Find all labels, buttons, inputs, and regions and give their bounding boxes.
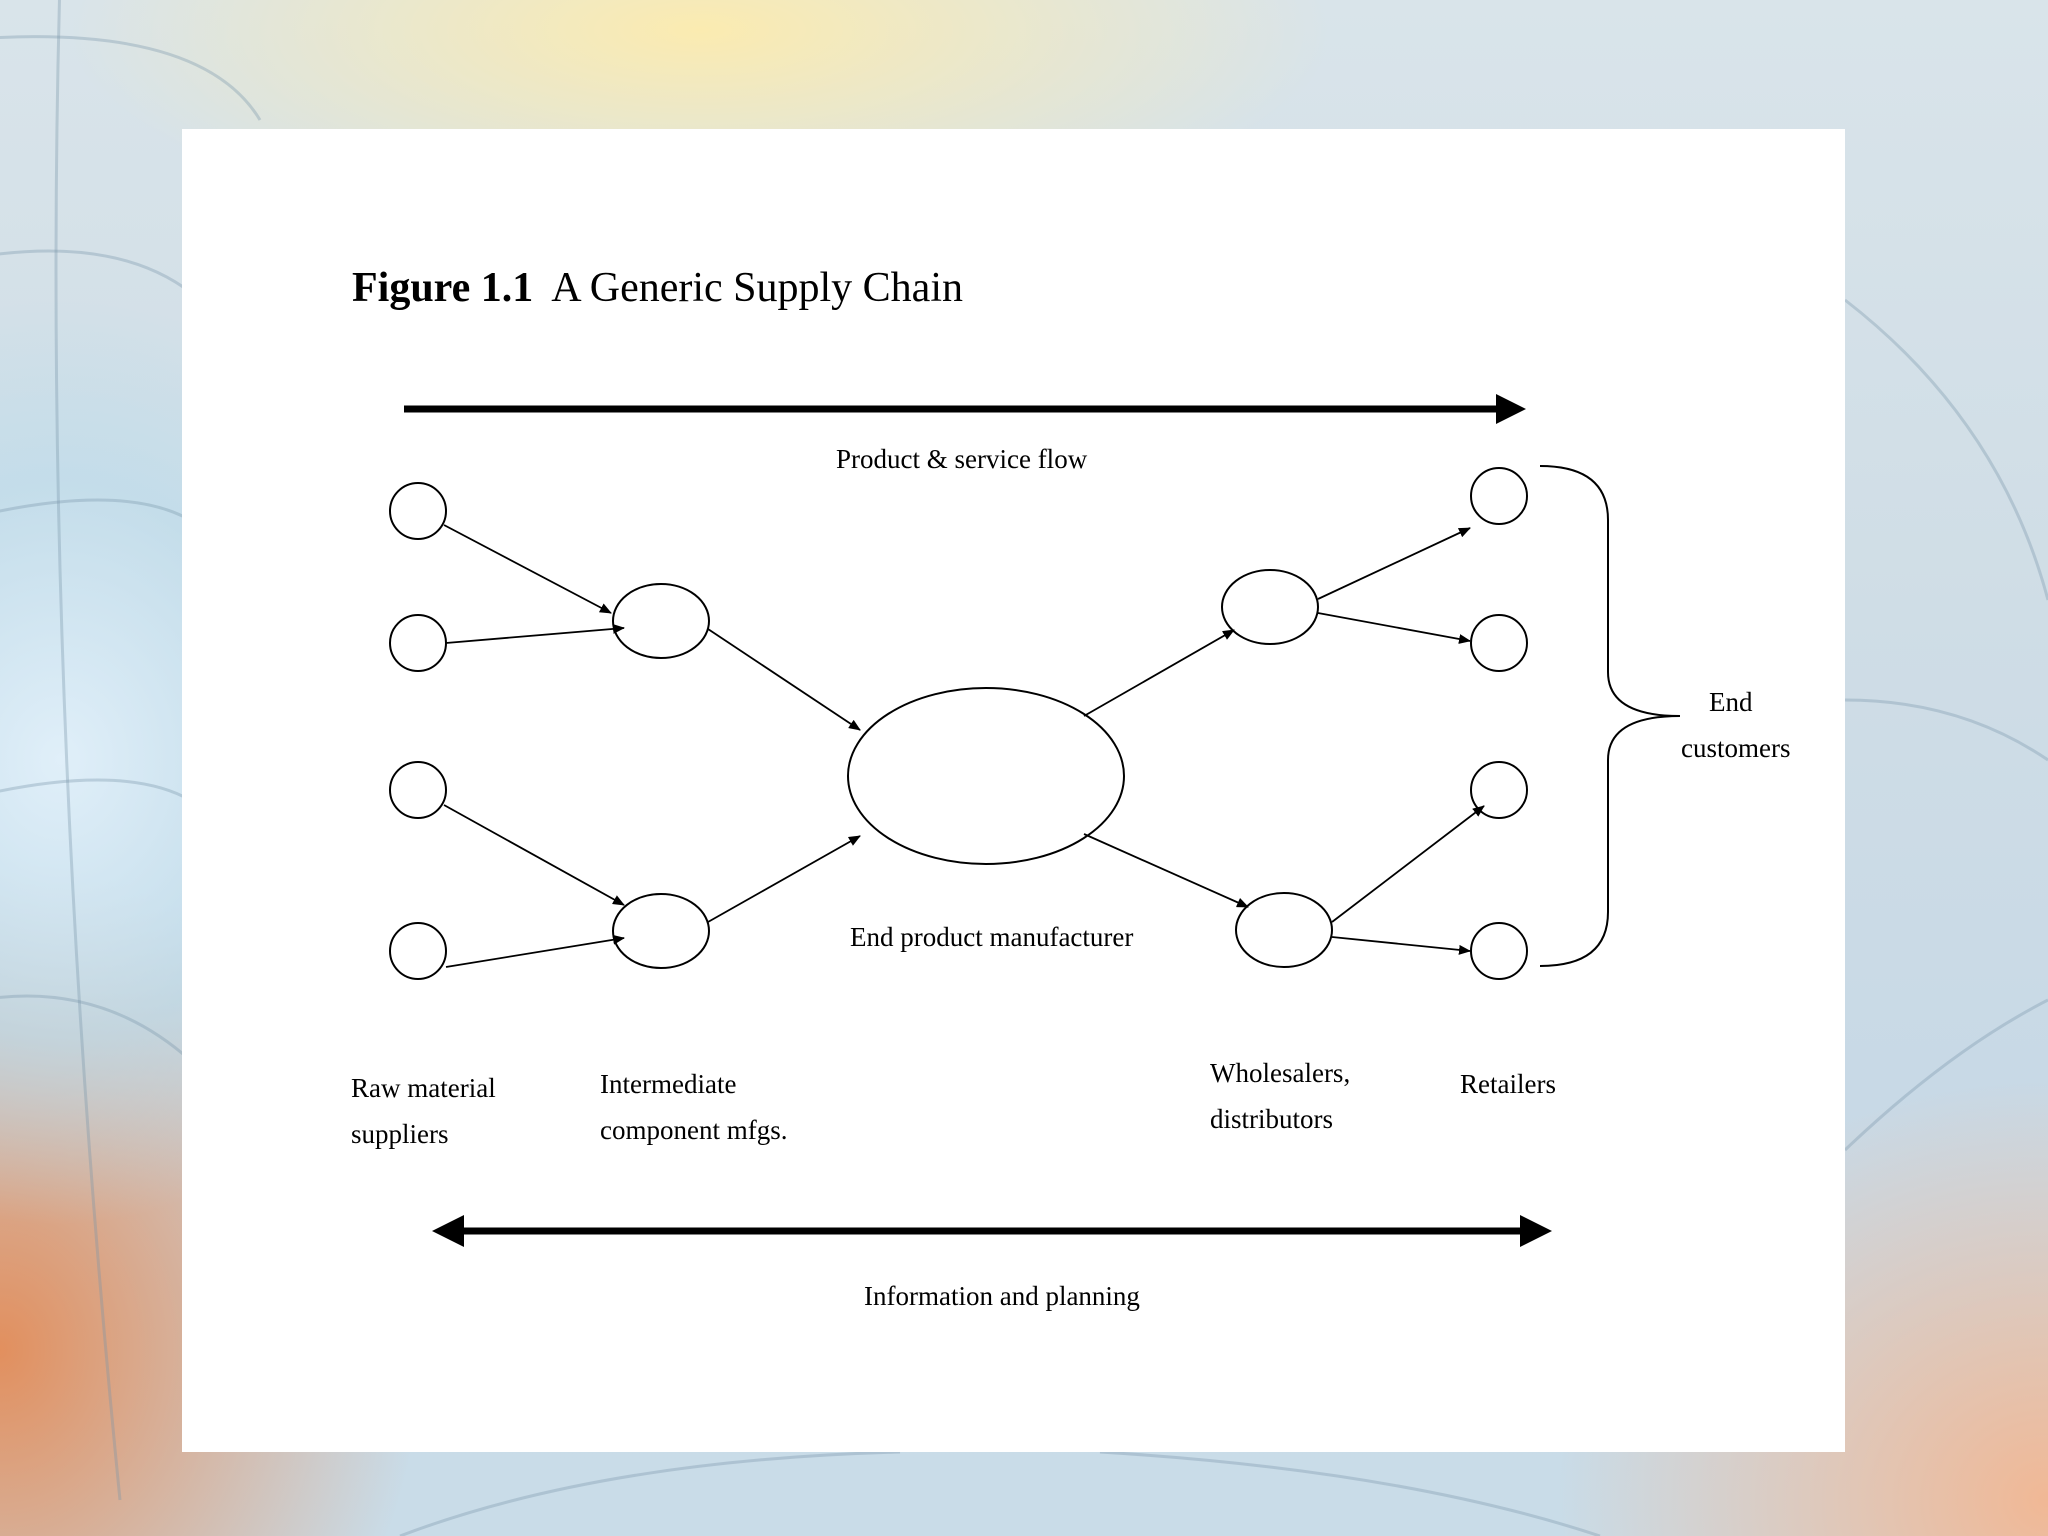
retailers-label: Retailers [1460, 1069, 1556, 1099]
raw-supplier-node [389, 614, 447, 672]
wholesaler-node [1235, 892, 1333, 968]
product-flow-label: Product & service flow [836, 444, 1088, 474]
information-flow-arrow [432, 1215, 1552, 1247]
raw-supplier-node [389, 922, 447, 980]
end-customers-label-line1: End [1709, 687, 1753, 717]
figure-number: Figure 1.1 [352, 265, 534, 311]
retailer-node [1470, 922, 1528, 980]
end-customers-label-line2: customers [1681, 733, 1791, 763]
intermediate-node [612, 893, 710, 969]
intermediate-label-line2: component mfgs. [600, 1115, 788, 1145]
figure-title: Figure 1.1 A Generic Supply Chain [352, 264, 963, 312]
retailer-node [1470, 614, 1528, 672]
retailer-node [1470, 761, 1528, 819]
end-customers-brace [1539, 465, 1681, 967]
raw-material-label-line2: suppliers [351, 1119, 449, 1149]
information-flow-label: Information and planning [864, 1281, 1140, 1311]
wholesalers-label-line1: Wholesalers, [1210, 1058, 1351, 1088]
manufacturer-label: End product manufacturer [850, 922, 1134, 952]
raw-supplier-node [389, 482, 447, 540]
intermediate-node [612, 583, 710, 659]
retailer-node [1470, 467, 1528, 525]
manufacturer-node [847, 687, 1125, 865]
intermediate-label-line1: Intermediate [600, 1069, 737, 1099]
wholesaler-node [1221, 569, 1319, 645]
figure-caption: A Generic Supply Chain [551, 265, 963, 311]
flow-connectors [443, 524, 1485, 968]
wholesalers-label-line2: distributors [1210, 1104, 1334, 1134]
raw-supplier-node [389, 761, 447, 819]
raw-material-label-line1: Raw material [351, 1073, 496, 1103]
product-flow-arrow [404, 394, 1526, 424]
